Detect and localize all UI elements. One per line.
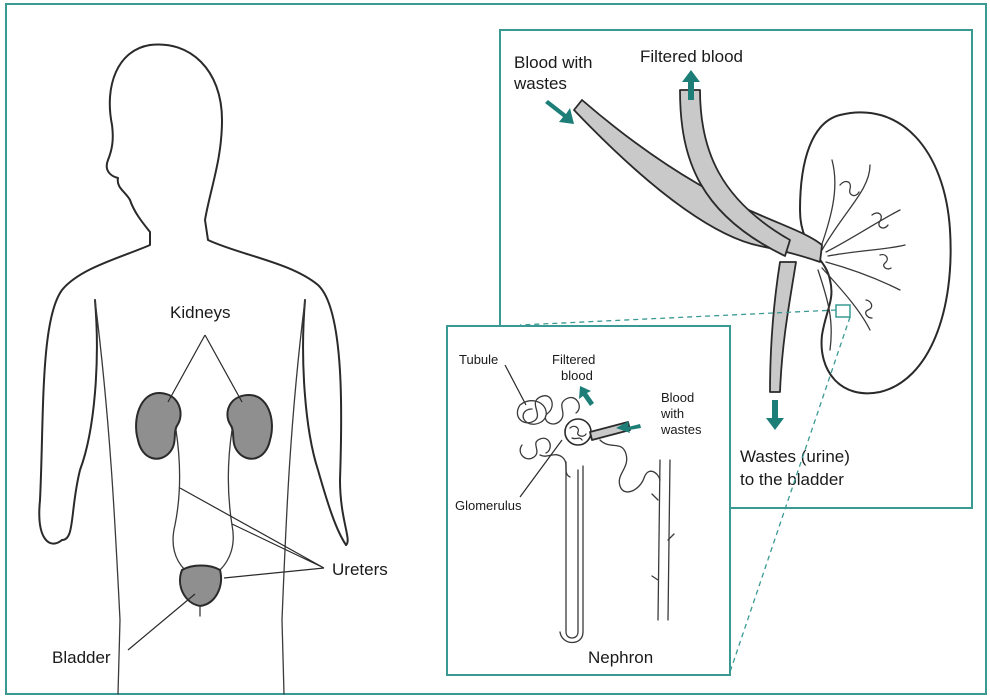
- nephron-blood-label-line1: Blood: [661, 390, 694, 405]
- nephron-filtered-label-line1: Filtered: [552, 352, 595, 367]
- nephron-blood-label-line2: with: [660, 406, 684, 421]
- nephron-blood-label-line3: wastes: [660, 422, 702, 437]
- blood-with-wastes-label-line1: Blood with: [514, 53, 592, 72]
- bladder-label: Bladder: [52, 648, 111, 667]
- ureters-label: Ureters: [332, 560, 388, 579]
- glomerulus-label: Glomerulus: [455, 498, 522, 513]
- filtered-blood-label: Filtered blood: [640, 47, 743, 66]
- kidneys-label: Kidneys: [170, 303, 230, 322]
- blood-with-wastes-label-line2: wastes: [513, 74, 567, 93]
- wastes-urine-label-line2: to the bladder: [740, 470, 844, 489]
- tubule-label: Tubule: [459, 352, 498, 367]
- wastes-urine-label-line1: Wastes (urine): [740, 447, 850, 466]
- nephron-filtered-label-line2: blood: [561, 368, 593, 383]
- nephron-title-label: Nephron: [588, 648, 653, 667]
